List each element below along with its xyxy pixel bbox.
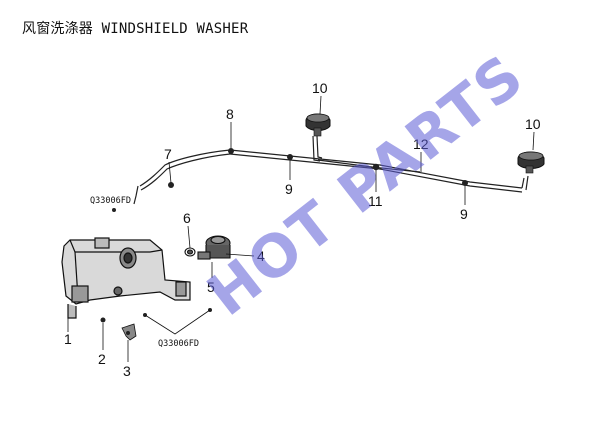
part-codes: Q33006FD Q33006FD (90, 196, 199, 349)
hose-main (133, 135, 529, 205)
clip-11 (372, 163, 380, 171)
callout-10-left: 10 (312, 80, 328, 96)
nozzle-right (517, 151, 545, 174)
part-code-bottom: Q33006FD (158, 339, 199, 349)
clip-7 (168, 182, 174, 188)
callout-9-left: 9 (285, 181, 293, 197)
callout-9-right: 9 (460, 206, 468, 222)
callout-1: 1 (64, 331, 72, 347)
callout-11: 11 (368, 193, 383, 209)
washer-reservoir (61, 237, 191, 319)
callout-5: 5 (207, 279, 215, 295)
hose-clips (168, 148, 468, 188)
clip-9-right (462, 180, 468, 186)
grommet-2 (100, 317, 106, 323)
clip-9-left (287, 154, 293, 160)
callout-8: 8 (226, 106, 234, 122)
callout-10-right: 10 (525, 116, 541, 132)
callout-7: 7 (164, 146, 172, 162)
watermark: HOT PARTS (195, 41, 537, 329)
callout-3: 3 (123, 363, 131, 379)
leader-lines (67, 95, 535, 362)
nozzle-left (305, 113, 331, 137)
washer-pump (184, 235, 231, 260)
callout-6: 6 (183, 210, 191, 226)
part-code-top: Q33006FD (90, 196, 131, 206)
callout-12: 12 (413, 136, 429, 152)
callout-4: 4 (257, 248, 265, 264)
code-marker-top (112, 208, 116, 212)
clip-8 (228, 148, 234, 154)
diagram-title: 风窗洗涤器 WINDSHIELD WASHER (22, 21, 249, 37)
callout-2: 2 (98, 351, 106, 367)
callout-labels: 1 2 3 4 5 6 7 8 9 9 10 10 11 12 (64, 80, 541, 379)
